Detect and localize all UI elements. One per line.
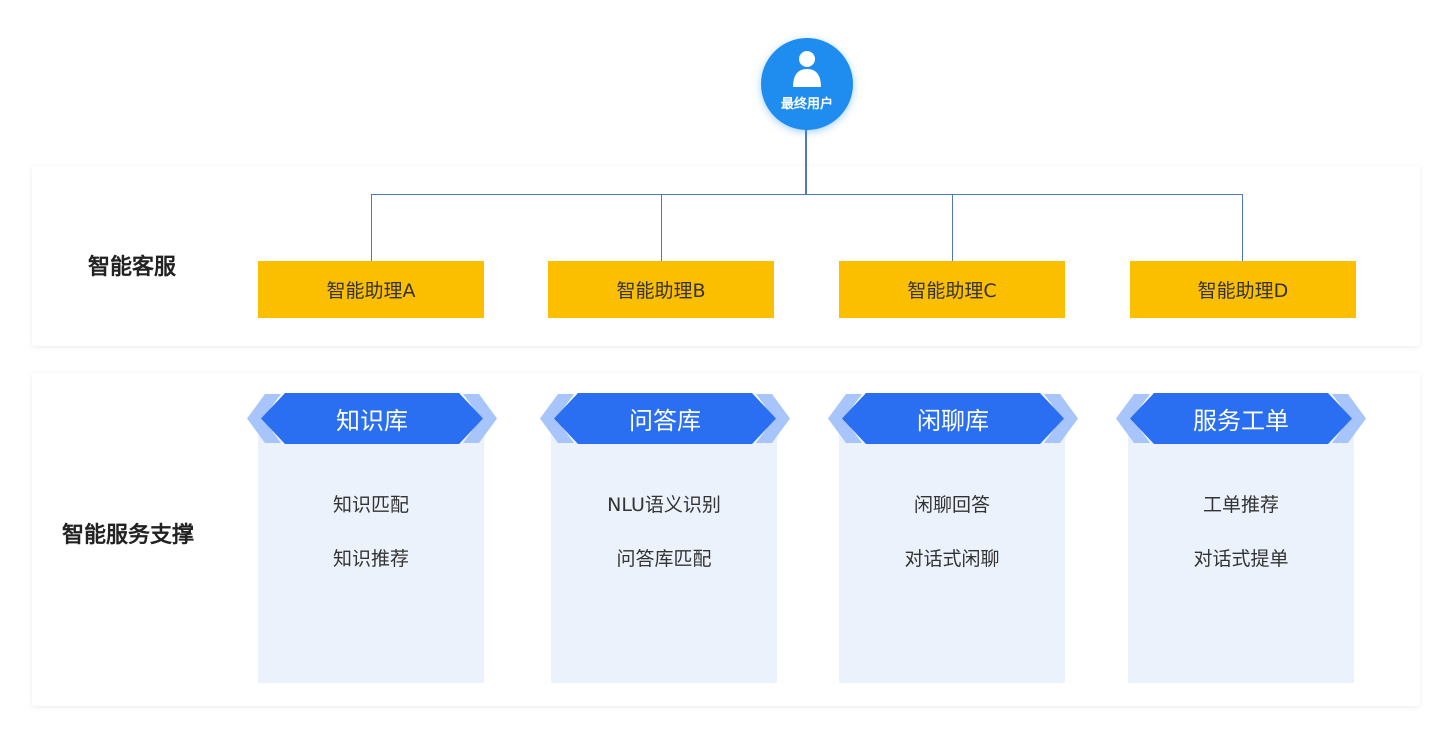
- module-header-badge: [828, 393, 1078, 444]
- section-title-smart-service: 智能客服: [88, 255, 177, 280]
- module-header-badge: [540, 393, 790, 444]
- module-item: NLU语义识别: [607, 494, 721, 516]
- section-title-service-support: 智能服务支撑: [62, 523, 195, 548]
- connector-branch-b: [661, 194, 662, 261]
- module-item: 对话式提单: [1193, 548, 1289, 570]
- assistant-box-c: 智能助理C: [839, 261, 1065, 318]
- module-item: 闲聊回答: [913, 494, 990, 516]
- module-item: 知识推荐: [332, 548, 409, 570]
- module-card-knowledge: 知识匹配 知识推荐: [258, 430, 484, 683]
- module-title-service-ticket: 服务工单: [1193, 407, 1289, 435]
- module-item: 对话式闲聊: [904, 548, 1000, 570]
- module-title-knowledge: 知识库: [336, 407, 408, 435]
- end-user-label: 最终用户: [780, 97, 833, 112]
- module-item: 问答库匹配: [616, 548, 712, 570]
- module-card-qa: NLU语义识别 问答库匹配: [551, 430, 777, 683]
- assistant-box-b: 智能助理B: [548, 261, 774, 318]
- connector-branch-c: [952, 194, 953, 261]
- module-title-qa: 问答库: [629, 407, 701, 435]
- user-icon: [793, 51, 821, 87]
- module-item: 工单推荐: [1202, 494, 1279, 516]
- end-user-node: 最终用户: [761, 38, 853, 130]
- smart-service-panel: [32, 166, 1420, 346]
- module-card-service-ticket: 工单推荐 对话式提单: [1128, 430, 1354, 683]
- connector-horizontal: [371, 194, 1243, 195]
- module-header-badge: [1116, 393, 1366, 444]
- module-item: 知识匹配: [332, 494, 409, 516]
- module-card-chitchat: 闲聊回答 对话式闲聊: [839, 430, 1065, 683]
- connector-trunk: [805, 128, 807, 194]
- module-title-chitchat: 闲聊库: [917, 407, 989, 435]
- connector-branch-d: [1242, 194, 1243, 261]
- connector-branch-a: [371, 194, 372, 261]
- assistant-box-a: 智能助理A: [258, 261, 484, 318]
- assistant-box-d: 智能助理D: [1130, 261, 1356, 318]
- module-header-badge: [247, 393, 497, 444]
